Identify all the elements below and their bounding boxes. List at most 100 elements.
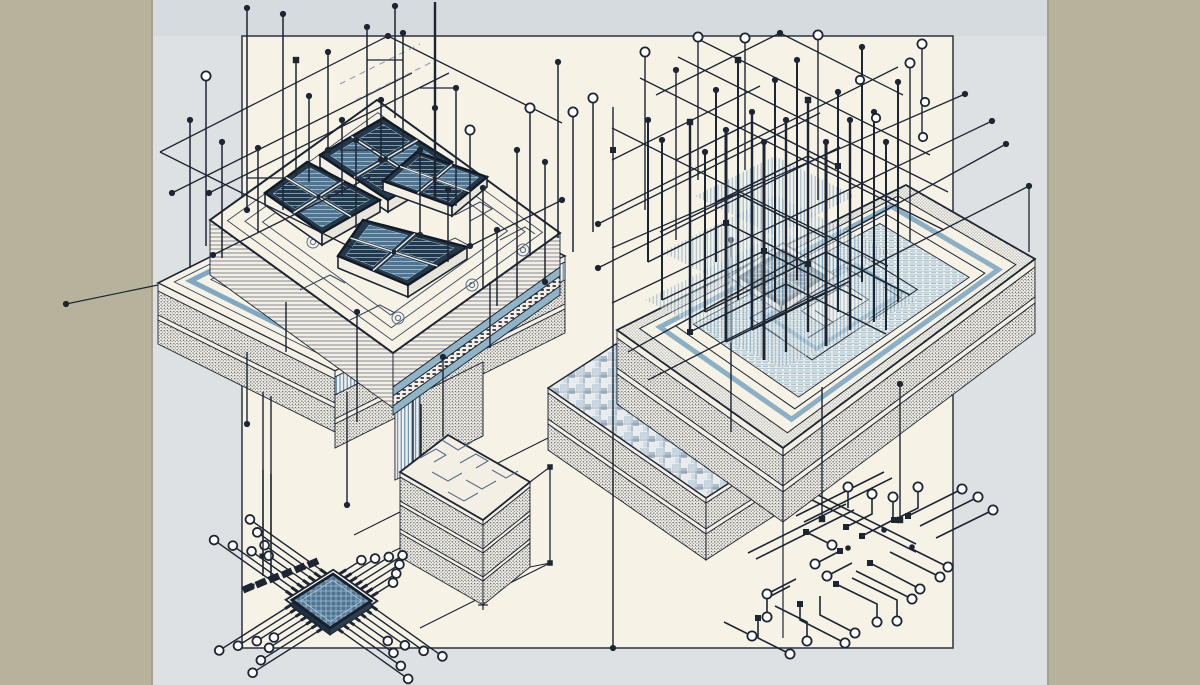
terminal-ring <box>524 102 536 114</box>
chip-quadrant <box>406 156 447 178</box>
connection-dot <box>377 156 385 164</box>
terminal-ring <box>987 504 999 516</box>
terminal-ring <box>259 539 270 551</box>
terminal-ring <box>390 568 402 579</box>
connection-dot <box>1002 140 1010 148</box>
chip-quadrant <box>345 241 390 267</box>
terminal-ring <box>244 514 256 525</box>
qfp-die-top <box>289 572 374 630</box>
terminal-ring <box>356 554 367 566</box>
terminal-ring <box>232 640 244 652</box>
terminal-ring <box>268 632 280 643</box>
qfp-lead <box>336 627 409 680</box>
junction-square <box>723 220 729 226</box>
qfp-lead <box>252 627 324 674</box>
junction-square <box>859 533 865 539</box>
terminal-ring <box>842 481 854 493</box>
connection-dot <box>218 138 226 146</box>
terminal-ring <box>437 651 448 662</box>
roof-guide-line <box>212 176 371 256</box>
terminal-ring <box>801 635 813 647</box>
spiral-mark <box>465 278 479 292</box>
connection-dot <box>384 32 392 40</box>
terminal-ring <box>200 70 212 82</box>
spiral-mark <box>394 314 402 322</box>
connection-dot <box>243 206 251 214</box>
connection-dot <box>712 86 720 94</box>
connection-dot <box>722 126 730 134</box>
connection-dot <box>338 116 346 124</box>
connection-dot <box>558 196 566 204</box>
connection-dot <box>466 242 474 250</box>
junction-square <box>804 96 812 104</box>
trace <box>893 487 919 521</box>
qfp-lead <box>370 604 443 657</box>
connection-dot <box>352 136 360 144</box>
connection-dot <box>243 420 251 428</box>
qfp-lead <box>218 603 293 652</box>
connection-dot <box>658 136 666 144</box>
junction-square <box>249 583 255 589</box>
junction-square <box>292 56 300 64</box>
connection-dot <box>452 84 460 92</box>
terminal-ring <box>919 96 931 108</box>
connection-dot <box>209 251 217 259</box>
connection-dot <box>205 189 213 197</box>
junction-square <box>547 464 553 470</box>
trace <box>757 618 791 655</box>
connection-dot <box>594 220 602 228</box>
left-chip-stack-assembly <box>62 2 599 629</box>
connection-dot <box>243 4 251 12</box>
junction-square <box>547 560 553 566</box>
terminal-ring <box>246 546 257 557</box>
terminal-ring <box>251 527 263 538</box>
connection-dot <box>846 116 854 124</box>
terminal-ring <box>208 534 220 546</box>
trace <box>845 494 873 528</box>
chip-quadrant <box>359 124 411 156</box>
trace <box>855 570 913 600</box>
qfp-lead <box>256 531 322 579</box>
terminal-ring <box>263 642 275 654</box>
crossing-diagonal <box>611 66 899 211</box>
qfp-lead <box>213 539 293 597</box>
terminal-ring <box>942 561 954 573</box>
beige-strip-right <box>1047 0 1200 685</box>
connection-dot <box>444 186 452 194</box>
junction-square <box>610 147 616 153</box>
connection-dot <box>416 146 424 154</box>
connection-dot <box>961 90 969 98</box>
maze-line <box>447 491 479 502</box>
terminal-ring <box>263 550 275 562</box>
crossing-diagonal <box>699 39 931 156</box>
junction-square <box>797 601 803 607</box>
junction-square <box>818 515 826 523</box>
qfp-chip <box>208 470 448 685</box>
terminal-ring <box>821 570 833 582</box>
qfp-pin-stub <box>307 575 317 583</box>
crossing-diagonal <box>639 77 945 231</box>
junction-square <box>392 250 396 254</box>
trace <box>819 596 856 634</box>
routing-squiggle <box>299 274 346 291</box>
terminal-ring <box>809 558 821 570</box>
terminal-ring <box>739 32 751 44</box>
junction-square <box>259 553 265 559</box>
bus-pad <box>267 572 281 584</box>
connection-dot <box>988 117 996 125</box>
dimension-tick <box>529 466 551 483</box>
connection-dot <box>776 29 784 37</box>
crossing-diagonal <box>779 32 904 96</box>
maze-line <box>465 479 497 490</box>
terminal-ring <box>464 124 476 136</box>
three-layer-block <box>398 433 553 610</box>
connection-dot <box>822 138 830 146</box>
junction-square <box>761 248 767 254</box>
chip-quadrant <box>358 224 409 250</box>
connection-dot <box>541 278 549 286</box>
connection-dot <box>541 158 549 166</box>
bus-pad <box>254 577 268 589</box>
crossing-diagonal <box>597 112 821 225</box>
chip-quadrant <box>322 184 371 213</box>
